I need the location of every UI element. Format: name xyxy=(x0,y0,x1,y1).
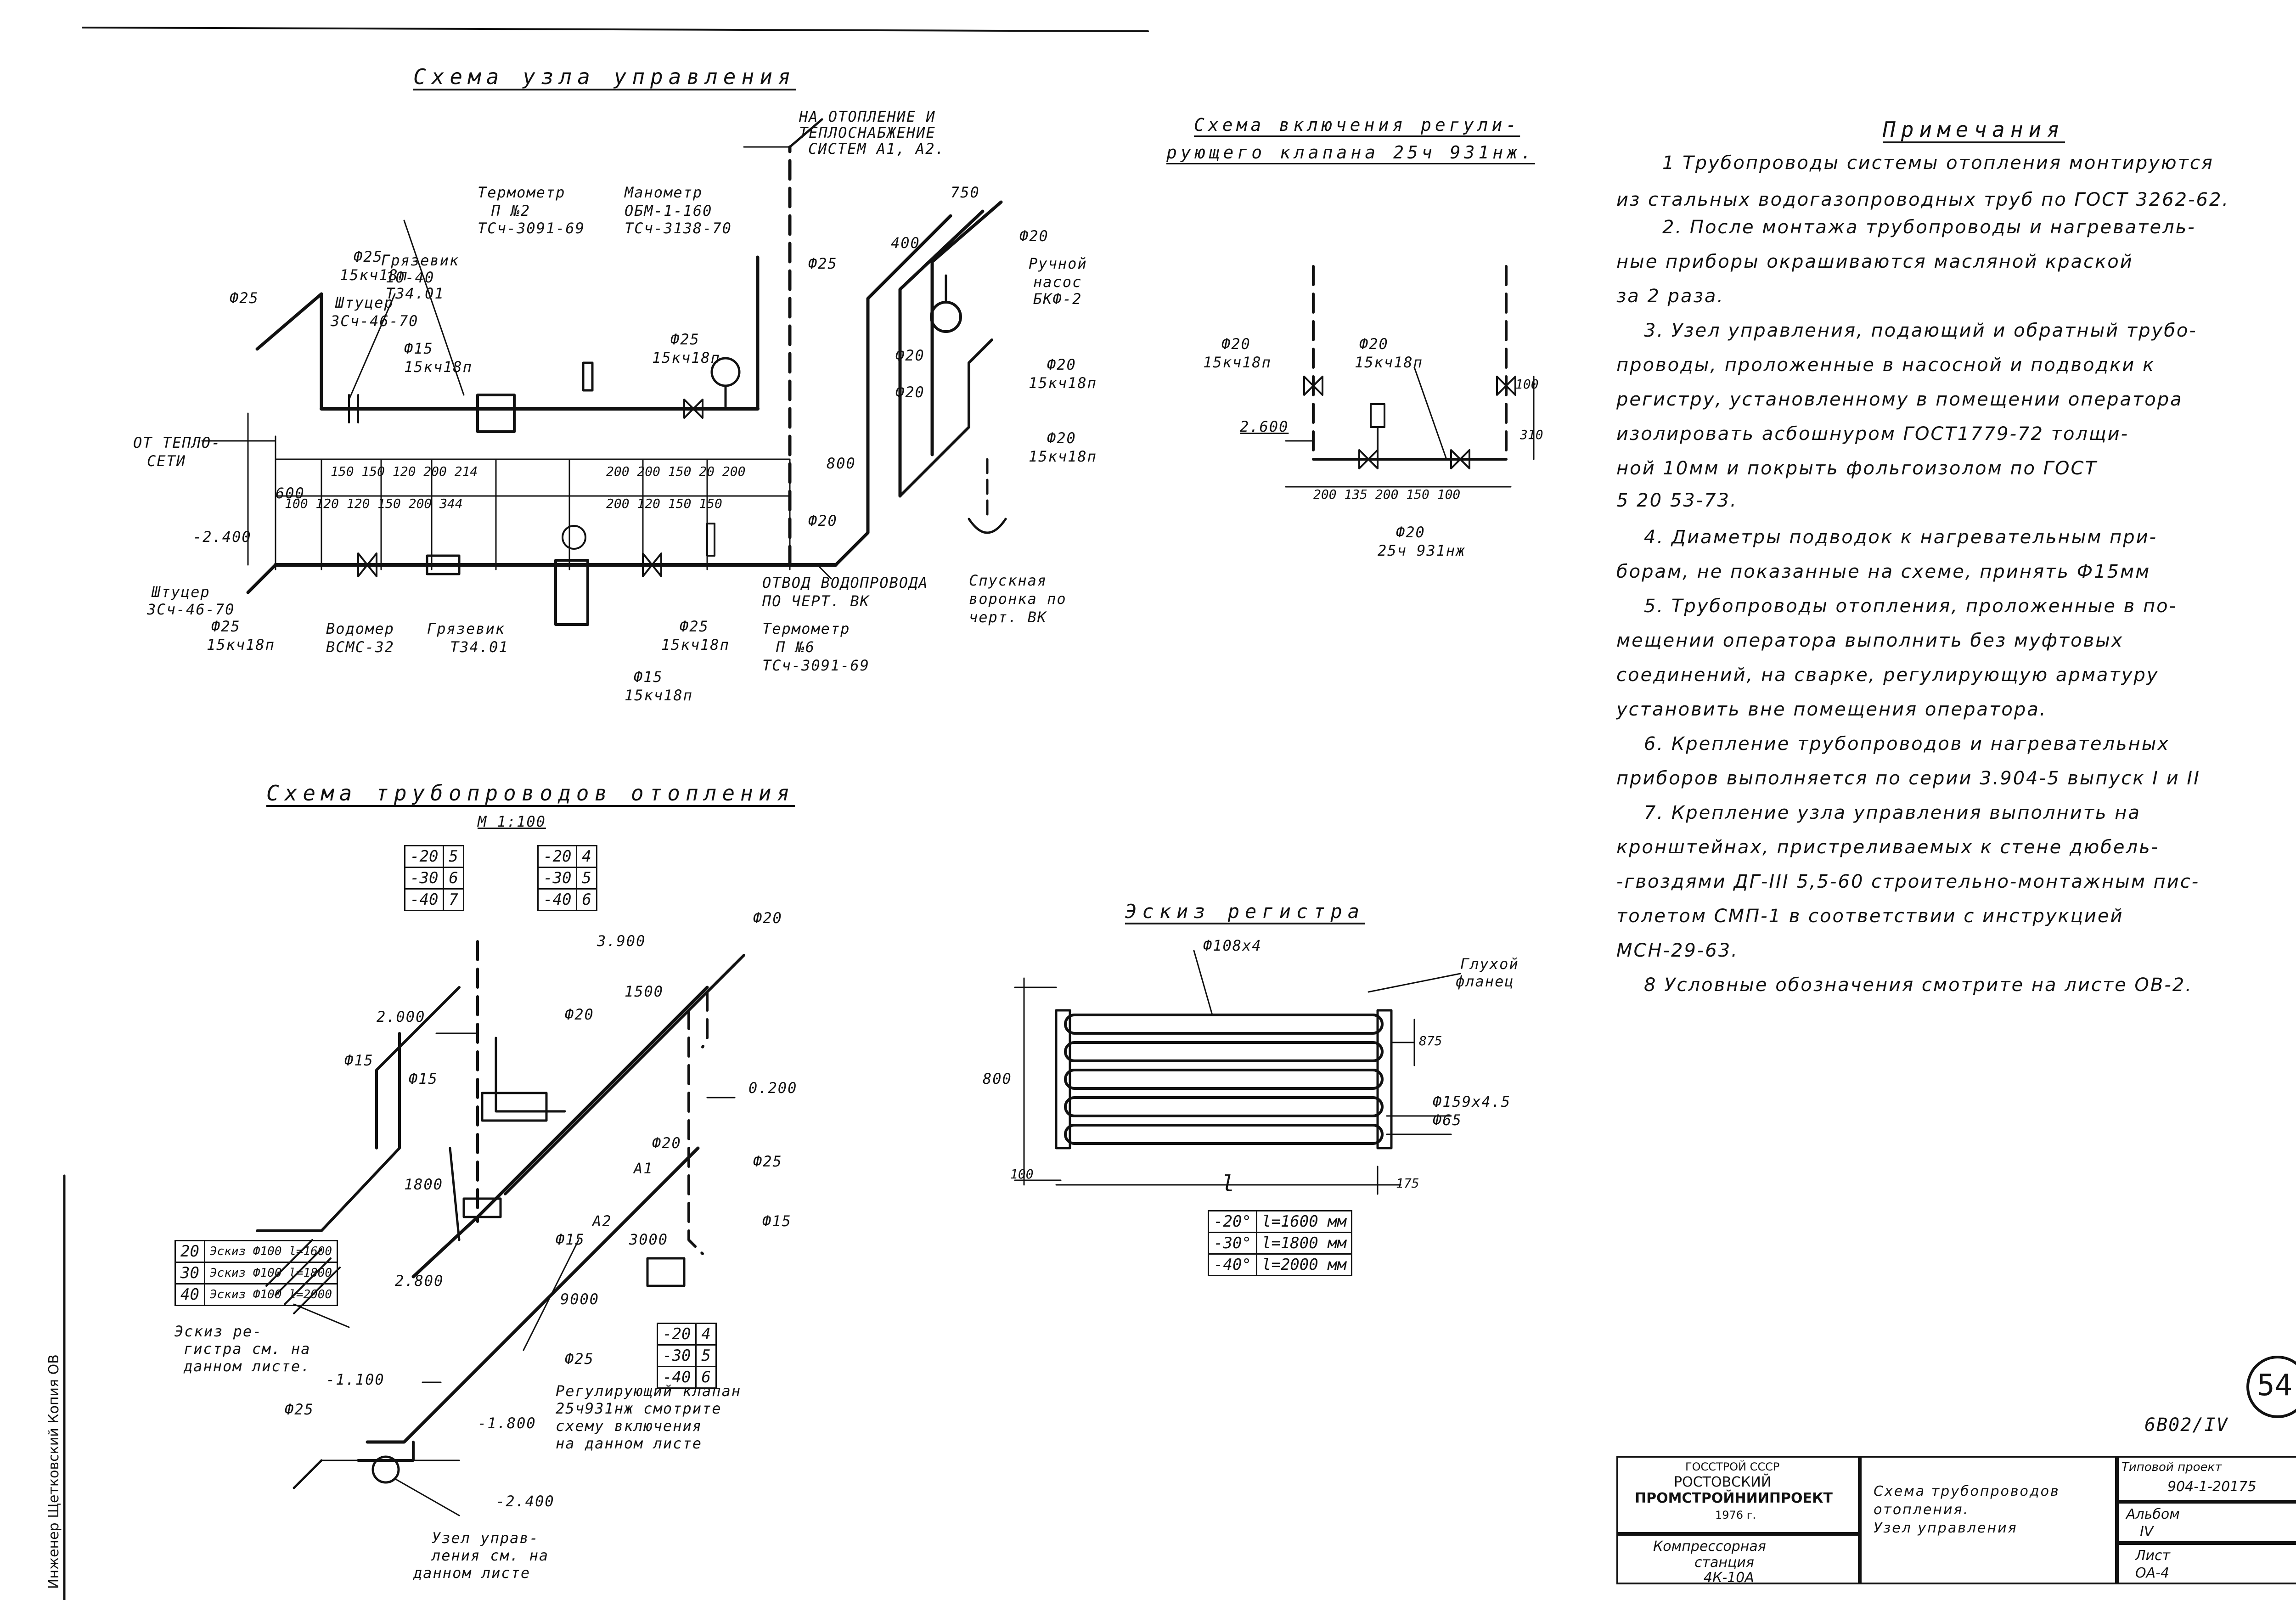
note-line: за 2 раза. xyxy=(1616,286,1725,307)
note-line: изолировать асбошнуром ГОСТ1779-72 толщи… xyxy=(1616,423,2129,445)
valve-scheme-title-line2: рующего клапана 25ч 931нж. xyxy=(1166,142,1535,163)
note-line: толетом СМП-1 в соответствии с инструкци… xyxy=(1616,906,2124,927)
valve-scheme xyxy=(1285,265,1535,488)
register-sketch xyxy=(1014,950,1461,1195)
control-unit-title: Схема узла управления xyxy=(413,64,796,89)
sheet-number-circle xyxy=(2246,1356,2296,1418)
sheet-code: 6В02/IV xyxy=(2144,1414,2228,1436)
note-line: МСН-29-63. xyxy=(1616,940,1739,961)
note-line: 2. После монтажа трубопроводы и нагреват… xyxy=(1662,217,2196,238)
title-block: ГОССТРОЙ СССР РОСТОВСКИЙ ПРОМСТРОЙНИИПРО… xyxy=(1616,1456,2296,1586)
register-title: Эскиз регистра xyxy=(1125,900,1365,923)
stamp-album-cell xyxy=(2117,1502,2296,1543)
note-line: 5 20 53-73. xyxy=(1616,490,1738,511)
note-line: установить вне помещения оператора. xyxy=(1616,699,2047,720)
note-line: проводы, проложенные в насосной и подвод… xyxy=(1616,355,2155,376)
note-line: приборов выполняется по серии 3.904-5 вы… xyxy=(1616,768,2200,789)
note-line: -гвоздями ДГ-III 5,5-60 строительно-монт… xyxy=(1616,871,2200,892)
note-line: борам, не показанные на схеме, принять Ф… xyxy=(1616,561,2151,582)
heating-pipes-title: Схема трубопроводов отопления xyxy=(266,781,795,806)
control-unit-scheme xyxy=(201,118,1007,626)
stamp-project-cell xyxy=(2117,1456,2296,1502)
note-line: кронштейнах, пристреливаемых к стене дюб… xyxy=(1616,837,2160,858)
note-line: 1 Трубопроводы системы отопления монтиру… xyxy=(1662,152,2214,174)
sheet-number: 54 xyxy=(2257,1369,2293,1403)
stamp-object-cell xyxy=(1616,1534,1860,1584)
notes-title: Примечания xyxy=(1883,117,2065,142)
note-line: 4. Диаметры подводок к нагревательным пр… xyxy=(1644,527,2158,548)
note-line: ной 10мм и покрыть фольгоизолом по ГОСТ xyxy=(1616,458,2098,479)
note-line: 7. Крепление узла управления выполнить н… xyxy=(1644,802,2141,823)
note-line: мещении оператора выполнить без муфтовых xyxy=(1616,630,2124,651)
register-length-table: -20°l=1600 мм -30°l=1800 мм -40°l=2000 м… xyxy=(1208,1210,1353,1276)
note-line: соединений, на сварке, регулирующую арма… xyxy=(1616,665,2159,686)
note-line: 5. Трубопроводы отопления, проложенные в… xyxy=(1644,596,2178,617)
left-margin-text: Инженер Щетковский Копия ОВ xyxy=(46,1354,62,1589)
heating-scale: М 1:100 xyxy=(478,813,546,830)
note-line: ные приборы окрашиваются масляной краско… xyxy=(1616,251,2133,272)
note-line: регистру, установленному в помещении опе… xyxy=(1616,389,2183,410)
note-line: из стальных водогазопроводных труб по ГО… xyxy=(1616,189,2230,210)
note-line: 6. Крепление трубопроводов и нагреватель… xyxy=(1644,733,2170,755)
stamp-sheet-cell xyxy=(2117,1543,2296,1584)
stamp-org-cell xyxy=(1616,1456,1860,1534)
valve-scheme-title-line1: Схема включения регули- xyxy=(1194,115,1520,135)
stamp-title-cell xyxy=(1860,1456,2117,1584)
note-line: 3. Узел управления, подающий и обратный … xyxy=(1644,320,2197,341)
note-line: 8 Условные обозначения смотрите на листе… xyxy=(1644,975,2193,996)
